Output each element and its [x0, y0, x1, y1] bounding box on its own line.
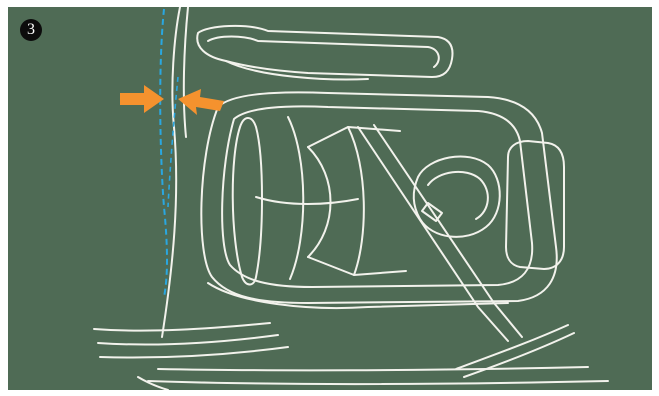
door-edge-line: [162, 7, 180, 337]
floor-line: [94, 323, 270, 331]
floor-line: [100, 347, 288, 358]
top-strap: [226, 61, 368, 79]
seat-belt: [358, 127, 508, 341]
alignment-guide-line: [160, 9, 167, 297]
body-segment: [288, 117, 303, 279]
steering-column: [256, 197, 358, 204]
floor-line: [148, 381, 608, 384]
floor-line: [158, 367, 588, 370]
headrest-outline-inner: [208, 37, 439, 68]
arrow-right-icon: [120, 85, 164, 113]
door-edge-line-inner: [184, 7, 188, 137]
steering-wheel: [233, 118, 262, 285]
step-number-badge: 3: [20, 19, 42, 41]
child-head-inner: [428, 172, 488, 219]
floor-line: [456, 325, 568, 369]
floor-line: [138, 377, 168, 390]
child-seat-shell-inner: [222, 106, 532, 287]
body-segment: [308, 147, 331, 257]
side-cushion: [506, 141, 564, 269]
headrest-outline: [197, 26, 452, 77]
child-seat-diagram: [8, 7, 652, 390]
child-head: [414, 156, 500, 236]
illustration-panel: 3: [8, 7, 652, 390]
floor-line: [464, 333, 574, 377]
floor-line: [98, 335, 278, 345]
